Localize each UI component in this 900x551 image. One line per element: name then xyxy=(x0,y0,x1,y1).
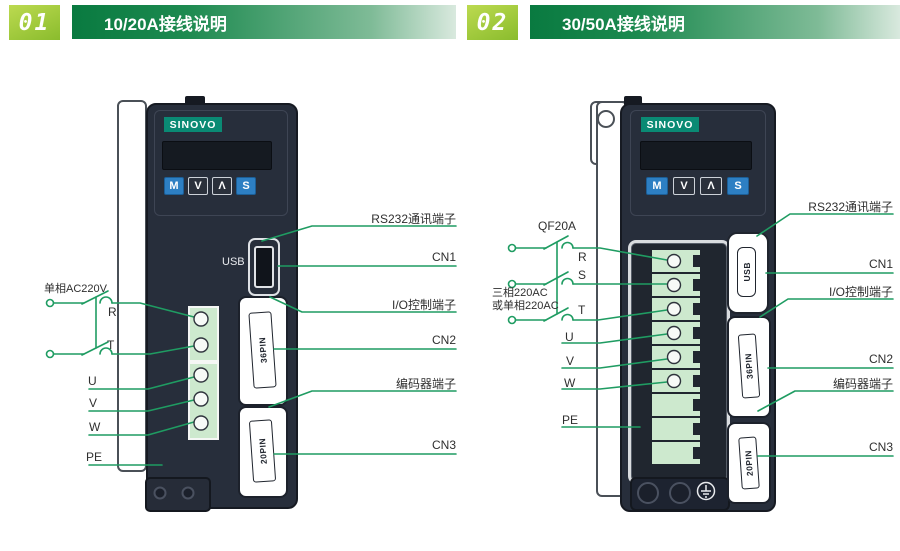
left-output-w-label: W xyxy=(89,420,101,434)
right-phase-t-label: T xyxy=(578,303,586,317)
right-cn3-label: CN3 xyxy=(868,440,893,454)
right-device-usb-pin: USB xyxy=(737,247,756,297)
right-callout-encoder xyxy=(757,390,894,412)
left-ground-pe-label: PE xyxy=(86,450,103,464)
left-device-bottom-foot xyxy=(145,477,211,512)
right-io-label: I/O控制端子 xyxy=(828,285,893,299)
left-rs232-label: RS232通讯端子 xyxy=(371,212,456,226)
right-phase-r-label: R xyxy=(578,250,587,264)
left-device-up-button: Λ xyxy=(212,177,232,195)
right-device-mode-button: M xyxy=(646,177,668,195)
left-phase-r-label: R xyxy=(108,305,117,319)
left-device-usb-label: USB xyxy=(222,256,245,268)
left-io-label: I/O控制端子 xyxy=(391,298,456,312)
left-encoder-label: 编码器端子 xyxy=(395,377,456,391)
left-device-power-terminal-block xyxy=(188,306,219,362)
left-output-v-label: V xyxy=(89,396,98,410)
right-callout-io xyxy=(759,298,894,318)
right-callout-rs232 xyxy=(756,213,894,237)
left-device-20pin-plug: 20PIN xyxy=(248,419,277,483)
left-supply-label: 单相AC220V xyxy=(44,283,107,295)
left-device-set-button: S xyxy=(236,177,256,195)
left-device-36pin-label: 36PIN xyxy=(256,336,269,364)
left-output-u-label: U xyxy=(88,374,97,388)
left-phase-t-label: T xyxy=(107,338,115,352)
terminal-cell-w xyxy=(652,370,701,392)
terminal-cell-r xyxy=(652,250,701,272)
terminal-cell-spare2 xyxy=(652,418,701,440)
section-1-title: 10/20A接线说明 xyxy=(104,14,227,34)
right-device-set-button: S xyxy=(727,177,749,195)
right-encoder-label: 编码器端子 xyxy=(832,377,893,391)
right-device-terminal-strip xyxy=(652,250,701,466)
terminal-cell-u xyxy=(652,322,701,344)
section-1-title-bar: 10/20A接线说明 xyxy=(72,5,456,39)
left-device-mode-button: M xyxy=(164,177,184,195)
section-2-title-bar: 30/50A接线说明 xyxy=(530,5,900,39)
right-device-down-button: V xyxy=(673,177,695,195)
right-output-u-label: U xyxy=(565,330,574,344)
right-ground-pe-label: PE xyxy=(562,413,579,427)
left-device-motor-terminal-block xyxy=(188,362,219,440)
section-2-number-badge: 02 xyxy=(467,5,518,40)
section-1-number-badge: 01 xyxy=(9,5,60,40)
right-phase-s-label: S xyxy=(578,268,587,282)
terminal-cell-spare3 xyxy=(652,442,701,464)
terminal-cell-spare1 xyxy=(652,394,701,416)
right-device-front-panel xyxy=(630,110,766,216)
left-device-brand-logo: SINOVO xyxy=(164,117,222,132)
right-device-display xyxy=(640,141,752,170)
section-2-title: 30/50A接线说明 xyxy=(562,14,685,34)
terminal-cell-s xyxy=(652,274,701,296)
terminal-cell-v xyxy=(652,346,701,368)
left-cn1-label: CN1 xyxy=(431,250,456,264)
right-device-brand-logo: SINOVO xyxy=(641,117,699,132)
left-device-front-panel xyxy=(154,110,288,216)
right-device-top-tab xyxy=(624,96,642,106)
left-device-display xyxy=(162,141,272,170)
left-device-20pin-label: 20PIN xyxy=(256,437,269,465)
left-device-top-tab xyxy=(185,96,205,106)
right-cn2-label: CN2 xyxy=(868,352,893,366)
right-breaker-label: QF20A xyxy=(538,219,577,233)
terminal-cell-t xyxy=(652,298,701,320)
right-device-bottom-panel xyxy=(630,477,730,511)
right-cn1-label: CN1 xyxy=(868,257,893,271)
right-rs232-label: RS232通讯端子 xyxy=(808,200,893,214)
left-cn3-label: CN3 xyxy=(431,438,456,452)
left-device-usb-pin xyxy=(254,246,274,288)
left-cn2-label: CN2 xyxy=(431,333,456,347)
right-output-v-label: V xyxy=(566,354,575,368)
right-output-w-label: W xyxy=(564,376,576,390)
right-device-up-button: Λ xyxy=(700,177,722,195)
left-device-down-button: V xyxy=(188,177,208,195)
right-supply-line1-label: 三相220AC xyxy=(492,287,548,299)
left-device-mounting-bracket xyxy=(117,100,147,472)
right-supply-line2-label: 或单相220AC xyxy=(492,300,559,312)
